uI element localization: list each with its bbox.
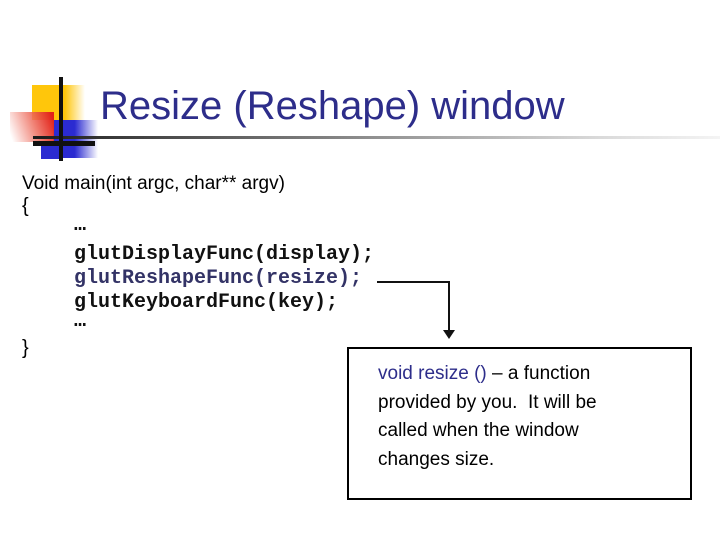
- note-highlight-void-resize: void resize (): [378, 363, 487, 384]
- note-line-2: provided by you. It will be: [378, 391, 597, 413]
- code-open-brace: {: [22, 195, 29, 217]
- slide-title: Resize (Reshape) window: [100, 84, 565, 128]
- callout-arrow-vertical: [448, 281, 450, 331]
- callout-arrow-horizontal: [377, 281, 450, 283]
- code-line-reshape-func: glutReshapeFunc(resize);: [74, 267, 363, 290]
- code-ellipsis-top: …: [74, 214, 87, 237]
- note-line-3: called when the window: [378, 420, 579, 441]
- note-line-1-rest: – a function: [486, 363, 591, 384]
- note-line-4: changes size.: [378, 448, 495, 470]
- callout-arrow-head: [443, 330, 455, 339]
- logo-crosshair-horizontal: [33, 141, 95, 146]
- note-line-1: void resize () – a function: [378, 360, 682, 389]
- code-line-keyboard-func: glutKeyboardFunc(key);: [74, 291, 339, 314]
- code-signature: Void main(int argc, char** argv): [22, 173, 285, 194]
- logo-crosshair-vertical: [59, 77, 63, 161]
- logo-blue-square-small: [41, 142, 62, 159]
- code-close-brace: }: [22, 337, 29, 359]
- callout-note-box: void resize () – a function provided by …: [347, 347, 692, 500]
- code-line-display-func: glutDisplayFunc(display);: [74, 243, 375, 266]
- code-ellipsis-bottom: …: [74, 310, 87, 333]
- title-underline-rule: [33, 136, 720, 139]
